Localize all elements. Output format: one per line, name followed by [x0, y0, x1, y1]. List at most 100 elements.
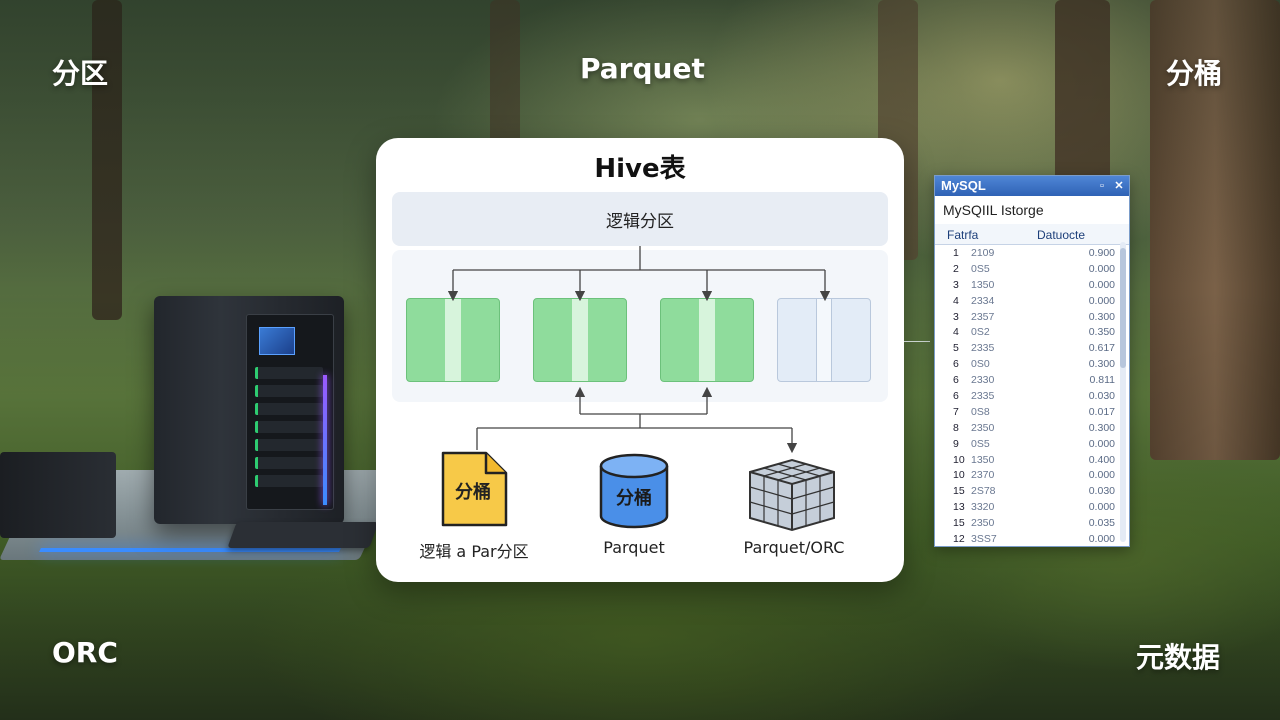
table-cell: 0.617: [1088, 342, 1115, 355]
small-server-box: [0, 452, 116, 538]
table-row[interactable]: 7 0S8 0.017: [935, 404, 1129, 420]
table-cell: 0.000: [1088, 278, 1115, 291]
table-cell: 6: [953, 374, 959, 387]
scrollbar-track[interactable]: [1120, 242, 1126, 542]
cylinder-icon-text: 分桶: [616, 488, 652, 509]
table-cell: 3SS7: [971, 532, 997, 545]
table-cell: 2: [953, 262, 959, 275]
panel-title: Hive表: [594, 154, 686, 184]
tree-trunk: [92, 0, 122, 320]
label-partition: 分区: [52, 57, 109, 90]
label-metadata: 元数据: [1136, 641, 1221, 674]
server-front-panel: [246, 314, 334, 510]
table-cell: 0.300: [1088, 310, 1115, 323]
server-slot: [255, 475, 323, 487]
table-cell: 4: [953, 294, 959, 307]
label-parquet: Parquet: [580, 52, 705, 85]
table-row[interactable]: 3 1350 0.000: [935, 277, 1129, 293]
label-bucket: 分桶: [1166, 57, 1223, 90]
table-cell: 0.030: [1088, 485, 1115, 498]
mysql-connector: [904, 341, 930, 342]
table-row[interactable]: 6 0S0 0.300: [935, 356, 1129, 372]
table-row[interactable]: 3 2357 0.300: [935, 309, 1129, 325]
server-led-strip: [323, 375, 327, 505]
mysql-titlebar[interactable]: MySQL ▫ ✕: [935, 176, 1129, 196]
table-cell: 4: [953, 326, 959, 339]
table-cell: 7: [953, 405, 959, 418]
partition-block: [660, 298, 754, 382]
platform-glow: [39, 548, 341, 552]
column-header[interactable]: Fatrfa: [947, 228, 979, 242]
mysql-table-header: Fatrfa Datuocte: [935, 224, 1129, 245]
cylinder-icon: 分桶: [598, 452, 670, 530]
table-cell: 3: [953, 278, 959, 291]
column-header[interactable]: Datuocte: [1037, 228, 1086, 242]
table-cell: 0.035: [1088, 517, 1115, 530]
server-slot: [255, 439, 323, 451]
table-cell: 0S8: [971, 405, 990, 418]
grid-cube-icon: [746, 456, 838, 532]
table-cell: 5: [953, 342, 959, 355]
table-cell: 2357: [971, 310, 995, 323]
table-cell: 0.000: [1088, 262, 1115, 275]
table-cell: 15: [953, 517, 965, 530]
table-cell: 2S78: [971, 485, 996, 498]
scrollbar-thumb[interactable]: [1120, 248, 1126, 368]
document-icon-text: 分桶: [455, 482, 491, 503]
table-cell: 0.017: [1088, 405, 1115, 418]
format-label-logical: 逻辑 a Par分区: [419, 542, 529, 561]
table-cell: 1350: [971, 278, 995, 291]
table-cell: 2109: [971, 246, 995, 259]
format-label-parquet-orc: Parquet/ORC: [743, 538, 845, 557]
table-cell: 2335: [971, 342, 995, 355]
table-cell: 0.400: [1088, 453, 1115, 466]
format-label-parquet: Parquet: [603, 538, 665, 557]
table-row[interactable]: 10 1350 0.400: [935, 452, 1129, 468]
table-cell: 3: [953, 310, 959, 323]
table-cell: 6: [953, 389, 959, 402]
server-slot: [255, 403, 323, 415]
partition-area: [392, 250, 888, 402]
table-cell: 0.000: [1088, 437, 1115, 450]
table-cell: 1350: [971, 453, 995, 466]
table-cell: 0.000: [1088, 469, 1115, 482]
table-cell: 13: [953, 501, 965, 514]
table-row[interactable]: 12 3SS7 0.000: [935, 531, 1129, 547]
table-cell: 0S0: [971, 358, 990, 371]
server-slot: [255, 385, 323, 397]
table-cell: 10: [953, 453, 965, 466]
partition-block: [406, 298, 500, 382]
table-cell: 0.000: [1088, 294, 1115, 307]
close-icon[interactable]: ✕: [1114, 180, 1124, 192]
hive-table-panel: Hive表 逻辑分区: [376, 138, 904, 582]
table-row[interactable]: 5 2335 0.617: [935, 340, 1129, 356]
table-cell: 10: [953, 469, 965, 482]
table-cell: 9: [953, 437, 959, 450]
table-cell: 0.300: [1088, 421, 1115, 434]
table-cell: 0.000: [1088, 532, 1115, 545]
table-cell: 12: [953, 532, 965, 545]
minimize-icon[interactable]: ▫: [1100, 180, 1104, 192]
table-cell: 0.350: [1088, 326, 1115, 339]
table-cell: 0.030: [1088, 389, 1115, 402]
server-screen: [259, 327, 295, 355]
server-slot: [255, 457, 323, 469]
logical-partition-label: 逻辑分区: [606, 211, 674, 232]
table-cell: 6: [953, 358, 959, 371]
keyboard-icon: [227, 522, 379, 548]
table-cell: 0.900: [1088, 246, 1115, 259]
table-cell: 0.300: [1088, 358, 1115, 371]
table-cell: 2370: [971, 469, 995, 482]
table-row[interactable]: 10 2370 0.000: [935, 467, 1129, 483]
